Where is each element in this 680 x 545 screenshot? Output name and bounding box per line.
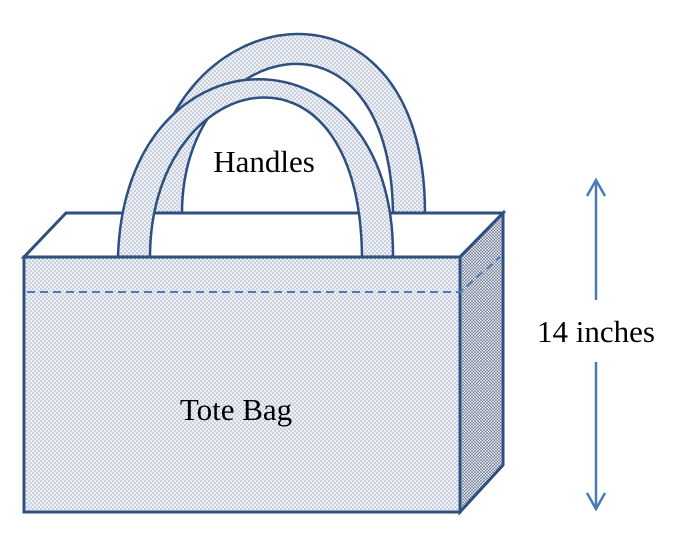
height-label: 14 inches — [537, 314, 655, 349]
bag-front-face — [22, 255, 462, 514]
bag-side-face — [458, 209, 505, 516]
bag-label: Tote Bag — [180, 392, 292, 427]
height-arrow — [585, 177, 607, 512]
stitch-line — [27, 256, 501, 293]
handles-label: Handles — [213, 144, 315, 179]
bag-top-face — [20, 211, 507, 259]
